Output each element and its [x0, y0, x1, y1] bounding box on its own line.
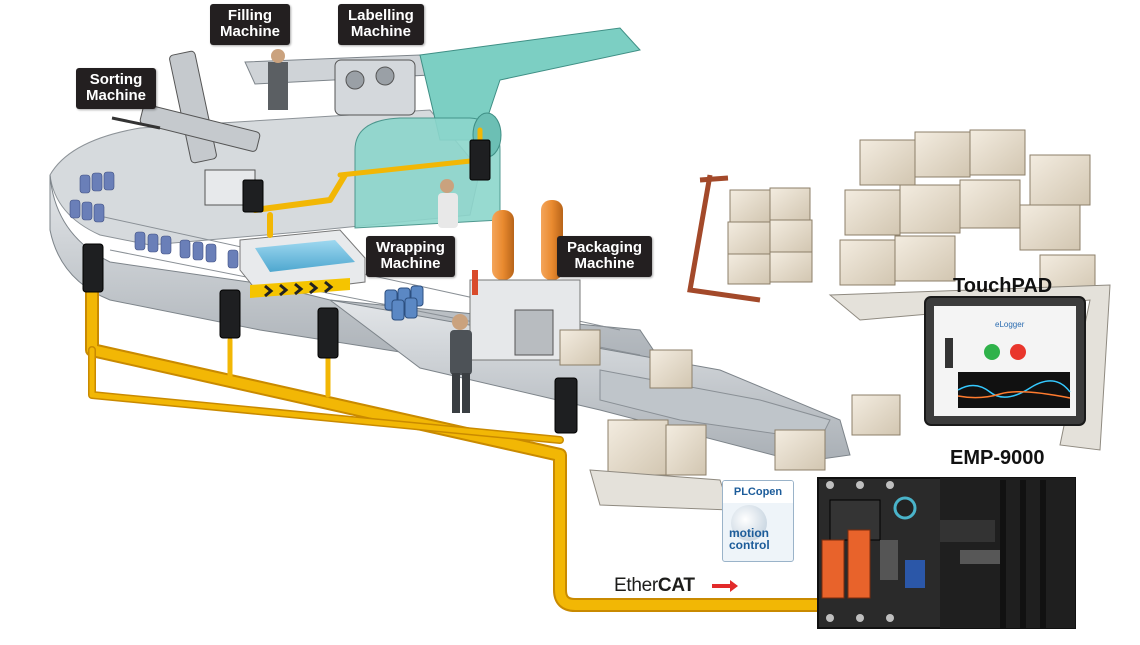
sorting-line1: Sorting: [89, 71, 143, 88]
cardboard-boxes: [559, 129, 1096, 476]
sorting-machine: [111, 50, 261, 206]
wrapping-line1: Wrapping: [376, 239, 445, 256]
pallet-jack: [687, 174, 761, 303]
packaging-line1: Packaging: [567, 239, 643, 256]
packaging-machine: [469, 200, 581, 361]
wrapping-machine-label: Wrapping Machine: [366, 236, 455, 277]
labelling-machine: [334, 59, 416, 116]
filling-line2: Machine: [220, 23, 281, 40]
emp-9000-controller: [817, 477, 1076, 629]
plcopen-motion-control-logo: PLCopen motion control: [722, 480, 794, 562]
touchpad-screen-title: eLogger: [995, 320, 1025, 329]
film-roll: [354, 27, 641, 229]
ethercat-logo: EtherCAT: [614, 575, 695, 597]
wrapped-pack: [384, 285, 424, 321]
ethercat-arrows-icon: [712, 580, 738, 592]
touchpad-label: TouchPAD: [953, 275, 1053, 297]
labelling-machine-label: Labelling Machine: [338, 4, 424, 45]
ethercat-bold: CAT: [657, 575, 695, 596]
sorting-line2: Machine: [86, 87, 147, 104]
pallet: [589, 284, 1111, 511]
motion-disk-icon: [731, 505, 767, 541]
filling-machine-label: Filling Machine: [210, 4, 291, 45]
emp-9000-label: EMP-9000: [950, 447, 1045, 469]
wrapping-line2: Machine: [380, 255, 441, 272]
servo-drives: [82, 139, 578, 434]
sorting-machine-label: Sorting Machine: [76, 68, 157, 109]
control-word: control: [729, 538, 770, 552]
labelling-line2: Machine: [350, 23, 411, 40]
packaging-machine-label: Packaging Machine: [557, 236, 653, 277]
ethercat-network: [85, 127, 832, 612]
operator: [438, 179, 472, 413]
labelling-line1: Labelling: [348, 7, 414, 24]
motion-control-text: motion control: [729, 527, 770, 551]
plcopen-text: PLCopen: [723, 481, 793, 503]
packaging-line2: Machine: [574, 255, 635, 272]
filling-line1: Filling: [227, 7, 273, 24]
ethercat-prefix: Ether: [614, 575, 658, 596]
filling-station: [239, 229, 366, 298]
touchpad-device: [924, 296, 1086, 426]
motion-word: motion: [729, 526, 769, 540]
